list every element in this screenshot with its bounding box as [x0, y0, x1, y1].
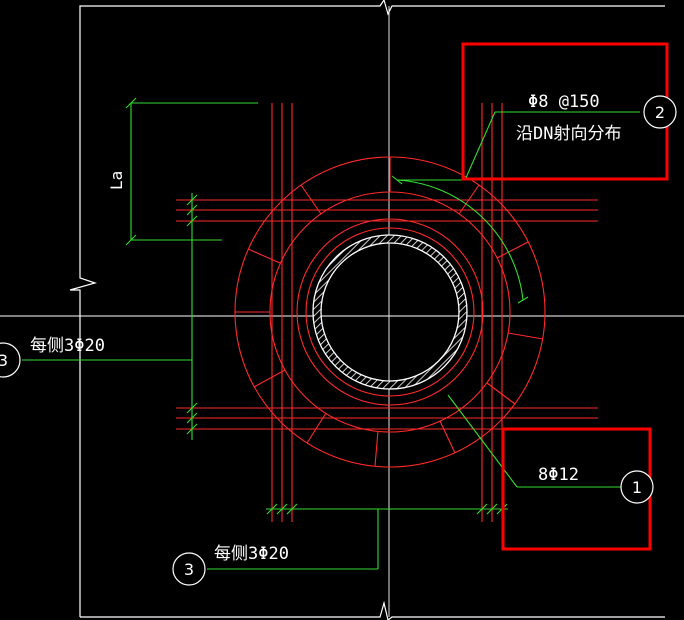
pipe-section — [312, 234, 468, 390]
leader-lines — [22, 97, 640, 570]
stirrup-spec-label: Φ8 @150 — [528, 92, 600, 112]
ring-bars-label: 8Φ12 — [538, 465, 579, 485]
callout-circles — [0, 95, 677, 586]
rebar-group — [176, 103, 598, 522]
bottom-bars-label: 每侧3Φ20 — [214, 544, 289, 564]
callout-1: 1 — [632, 478, 642, 497]
stirrup-note-label: 沿DN射向分布 — [516, 124, 621, 144]
callout-3-bottom: 3 — [184, 560, 194, 579]
callout-3-left: 3 — [0, 351, 8, 370]
la-dimension-label: La — [107, 171, 126, 190]
left-bars-label: 每侧3Φ20 — [30, 336, 105, 356]
callout-2: 2 — [655, 103, 665, 122]
